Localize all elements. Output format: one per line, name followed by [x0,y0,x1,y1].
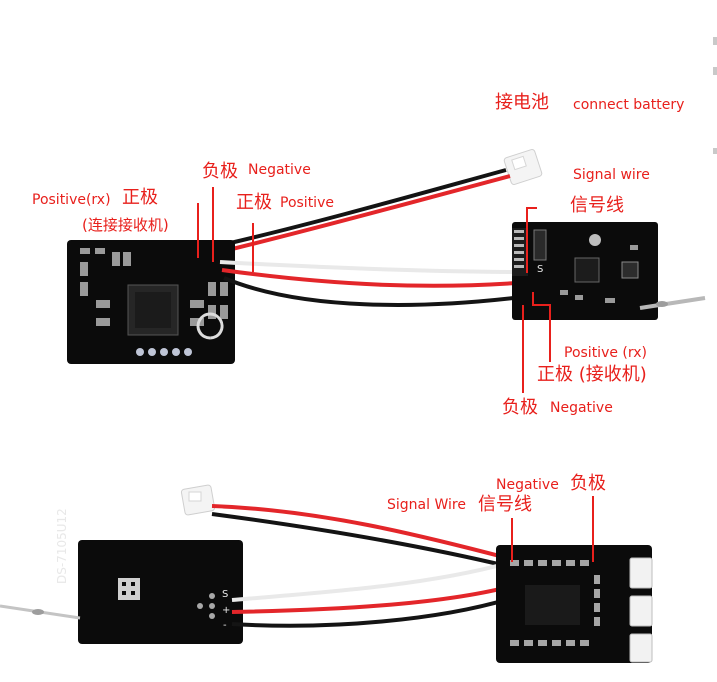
top-antenna [639,296,706,310]
top-esc-board [67,240,235,364]
signal-wire-label-en: Signal wire [573,167,650,183]
bottom-pointers [511,496,594,562]
bottom-signal-label-cn: 信号线 [478,494,532,515]
bottom-wire-black [211,512,516,570]
positive-label-en: Positive [280,195,334,211]
signal-wire-label-cn: 信号线 [570,195,624,216]
bottom-wire-red [211,504,516,562]
bottom-battery-connector [180,484,216,516]
bottom-esc-board [496,545,653,663]
positive-label-cn-2: 正极 [236,192,272,213]
battery-wire-black [225,168,507,246]
top-rx-wire-black [223,276,531,307]
edge-strip [713,37,717,45]
board-pin-s: S [537,264,544,275]
board-model-label: DS-7105U12 [55,508,69,584]
bottom-rx-wire-red [231,584,513,614]
battery-wire-red [227,174,511,252]
bottom-negative-label-en: Negative [496,477,559,493]
top-pointers [197,187,551,393]
negative-label-en: Negative [248,162,311,178]
bottom-signal-wire-white [231,560,513,602]
negative-label-cn-2: 负极 [502,397,538,418]
edge-strip [713,67,717,75]
bottom-pin-s: S [222,589,229,600]
positive-rx-label-en: Positive(rx) [32,192,111,208]
connect-receiver-label-cn: (连接接收机) [82,216,169,234]
positive-rx-label-en-2: Positive (rx) [564,345,648,361]
edge-strip [713,148,717,154]
battery-label-en: connect battery [573,97,685,113]
bottom-receiver-board [78,540,243,644]
bottom-rx-wire-black [231,596,513,628]
negative-label-en-2: Negative [550,400,613,416]
top-rx-wire-red [221,268,531,288]
bottom-pin-minus: - [223,620,227,631]
bottom-signal-label-en: Signal Wire [387,497,466,513]
battery-connector [503,149,543,185]
bottom-negative-label-cn: 负极 [570,473,606,494]
positive-label-cn: 正极 [122,187,158,208]
top-signal-wire-white [219,260,529,274]
positive-receiver-label-cn: 正极 (接收机) [537,364,647,385]
battery-label-cn: 接电池 [495,92,549,113]
bottom-pin-plus: + [222,605,231,616]
top-receiver-board [512,222,658,320]
negative-label-cn: 负极 [202,161,238,182]
